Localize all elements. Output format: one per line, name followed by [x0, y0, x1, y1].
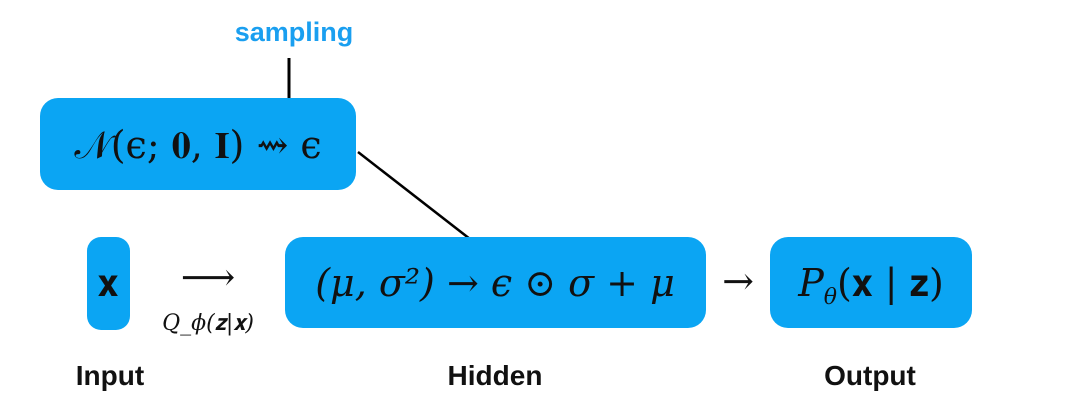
noise-formula: 𝒩(ϵ; 𝟎, 𝐈) ⇝ ϵ [74, 123, 321, 167]
decoder-arrow: → [722, 259, 754, 303]
hidden-box: (μ, σ²) → ϵ ⊙ σ + μ [285, 237, 706, 328]
output-label: Output [824, 360, 916, 391]
input-label: Input [76, 360, 144, 391]
output-formula: Pθ(𝐱 | 𝐳) [797, 261, 944, 310]
encoder-arrow: ⟶ Q_ϕ(𝐳|𝐱) [162, 255, 254, 336]
encoder-label: Q_ϕ(𝐳|𝐱) [162, 311, 254, 336]
hidden-label: Hidden [448, 360, 543, 391]
input-box: 𝐱 [87, 237, 130, 330]
noise-box: 𝒩(ϵ; 𝟎, 𝐈) ⇝ ϵ [40, 98, 356, 190]
hidden-formula: (μ, σ²) → ϵ ⊙ σ + μ [315, 261, 675, 305]
input-variable: 𝐱 [98, 261, 119, 305]
encoder-arrow-symbol: ⟶ [181, 255, 235, 299]
epsilon-arrow [357, 151, 490, 255]
sampling-label: sampling [235, 17, 354, 47]
output-box: Pθ(𝐱 | 𝐳) [770, 237, 972, 328]
